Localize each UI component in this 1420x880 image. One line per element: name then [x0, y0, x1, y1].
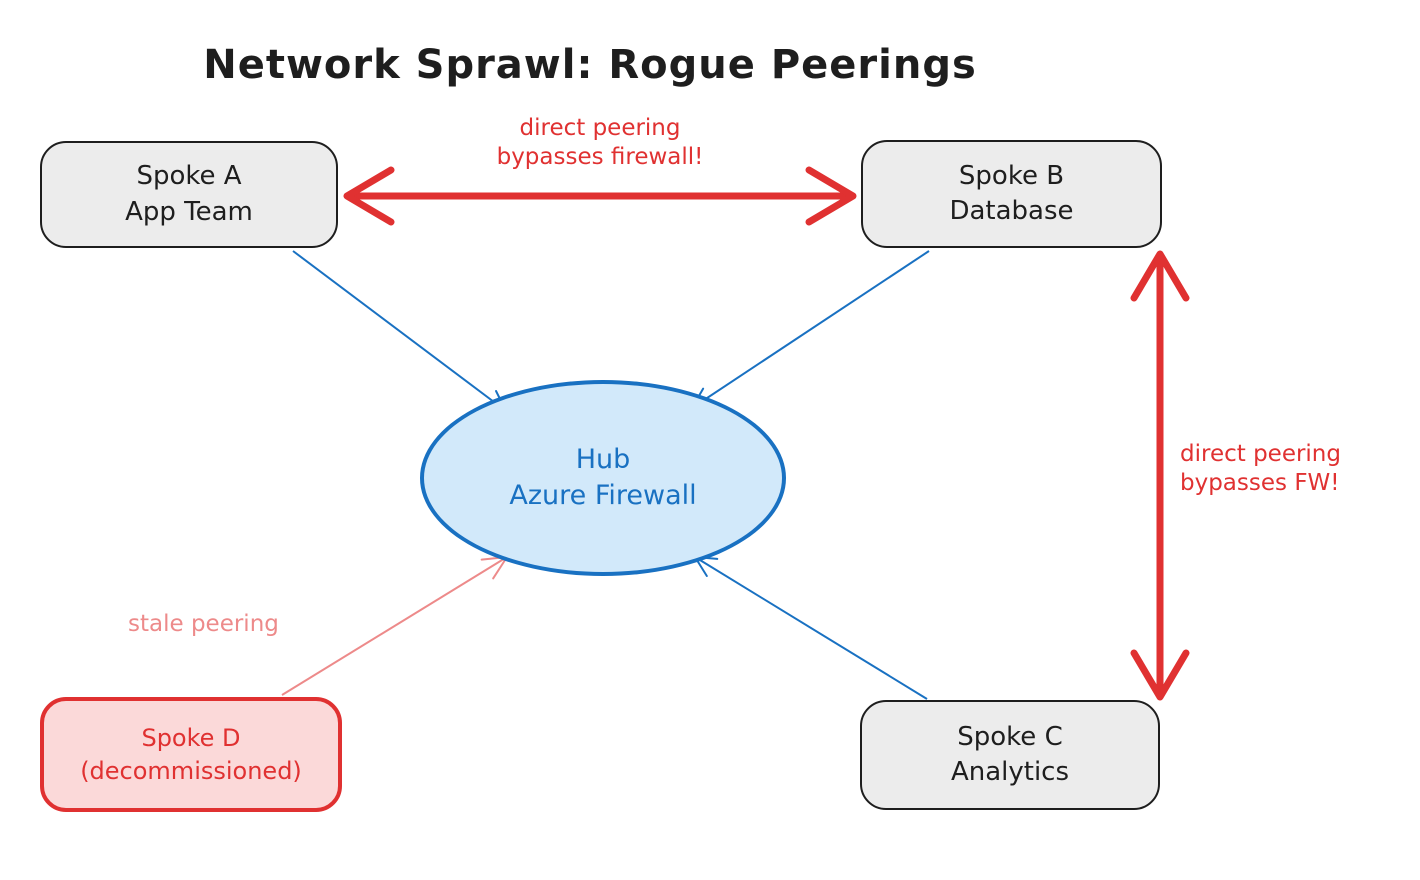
edge-spoke-a-hub [292, 250, 507, 412]
edge-spoke-b-hub [691, 250, 930, 409]
diagram-title: Network Sprawl: Rogue Peerings [203, 42, 977, 88]
node-spoke-d-decommissioned: Spoke D (decommissioned) [40, 697, 342, 812]
edge-spoke-c-hub [694, 556, 928, 700]
label-stale-line1: stale peering [128, 611, 279, 637]
node-spoke-d-line1: Spoke D [141, 724, 241, 753]
node-spoke-b-line2: Database [949, 196, 1074, 226]
node-spoke-d-line2: (decommissioned) [80, 756, 302, 785]
label-direct-peering-b-c: direct peering bypasses FW! [1180, 440, 1400, 498]
node-spoke-c: Spoke C Analytics [860, 700, 1160, 810]
node-hub-line2: Azure Firewall [509, 480, 697, 511]
node-hub-line1: Hub [575, 443, 631, 475]
node-spoke-c-line2: Analytics [950, 757, 1070, 787]
label-direct-peering-a-b: direct peering bypasses firewall! [450, 114, 750, 172]
label-ab-line1: direct peering [519, 115, 681, 141]
node-spoke-c-line1: Spoke C [957, 721, 1063, 752]
node-spoke-a-line2: App Team [125, 196, 253, 227]
node-spoke-b: Spoke B Database [861, 140, 1162, 248]
label-bc-line2: bypasses FW! [1180, 470, 1340, 496]
node-spoke-b-line1: Spoke B [958, 160, 1065, 191]
label-stale-peering: stale peering [128, 610, 348, 639]
edge-stale-peering-d-hub [281, 556, 508, 696]
node-spoke-a-line1: Spoke A [136, 161, 242, 192]
label-bc-line1: direct peering [1180, 441, 1341, 467]
node-spoke-a: Spoke A App Team [40, 141, 338, 248]
label-ab-line2: bypasses firewall! [496, 144, 704, 170]
node-hub-azure-firewall: Hub Azure Firewall [420, 380, 786, 576]
